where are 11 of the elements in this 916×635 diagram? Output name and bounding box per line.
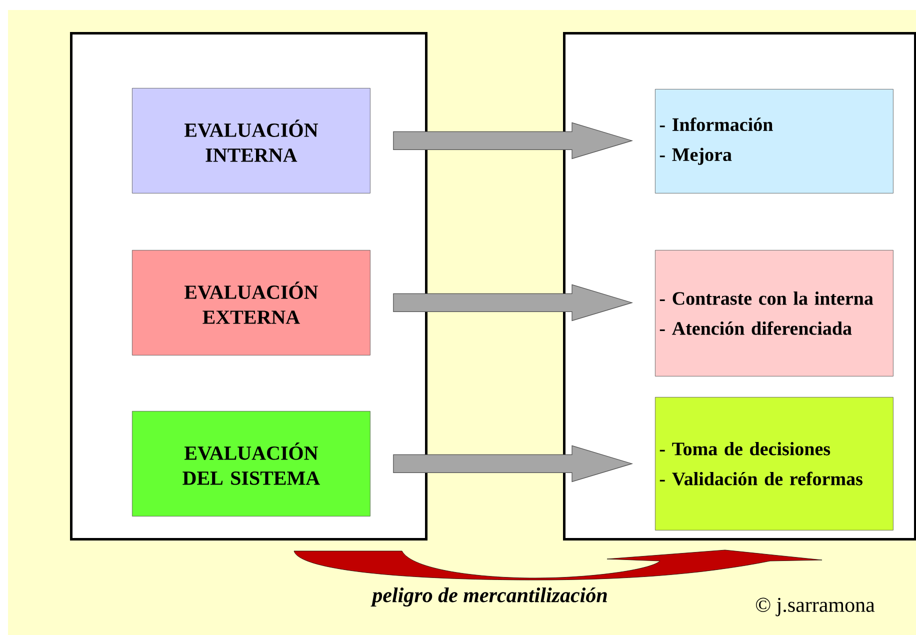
block-arrow — [393, 122, 634, 160]
outcome-box: - Información - Mejora — [655, 89, 894, 194]
outcome-box: - Contraste con la interna - Atención diferenciada — [655, 250, 894, 376]
block-arrow — [393, 445, 634, 482]
outcome-box: - Toma de decisiones - Validación de reformas — [655, 397, 894, 530]
evaluation-box: EVALUACIÓN INTERNA — [132, 88, 370, 194]
evaluation-box: EVALUACIÓN DEL SISTEMA — [132, 411, 370, 516]
credit-text: © j.sarramona — [756, 598, 875, 616]
evaluation-box: EVALUACIÓN EXTERNA — [132, 250, 370, 356]
block-arrow — [393, 284, 634, 322]
caption: peligro de mercantilización — [370, 587, 607, 607]
